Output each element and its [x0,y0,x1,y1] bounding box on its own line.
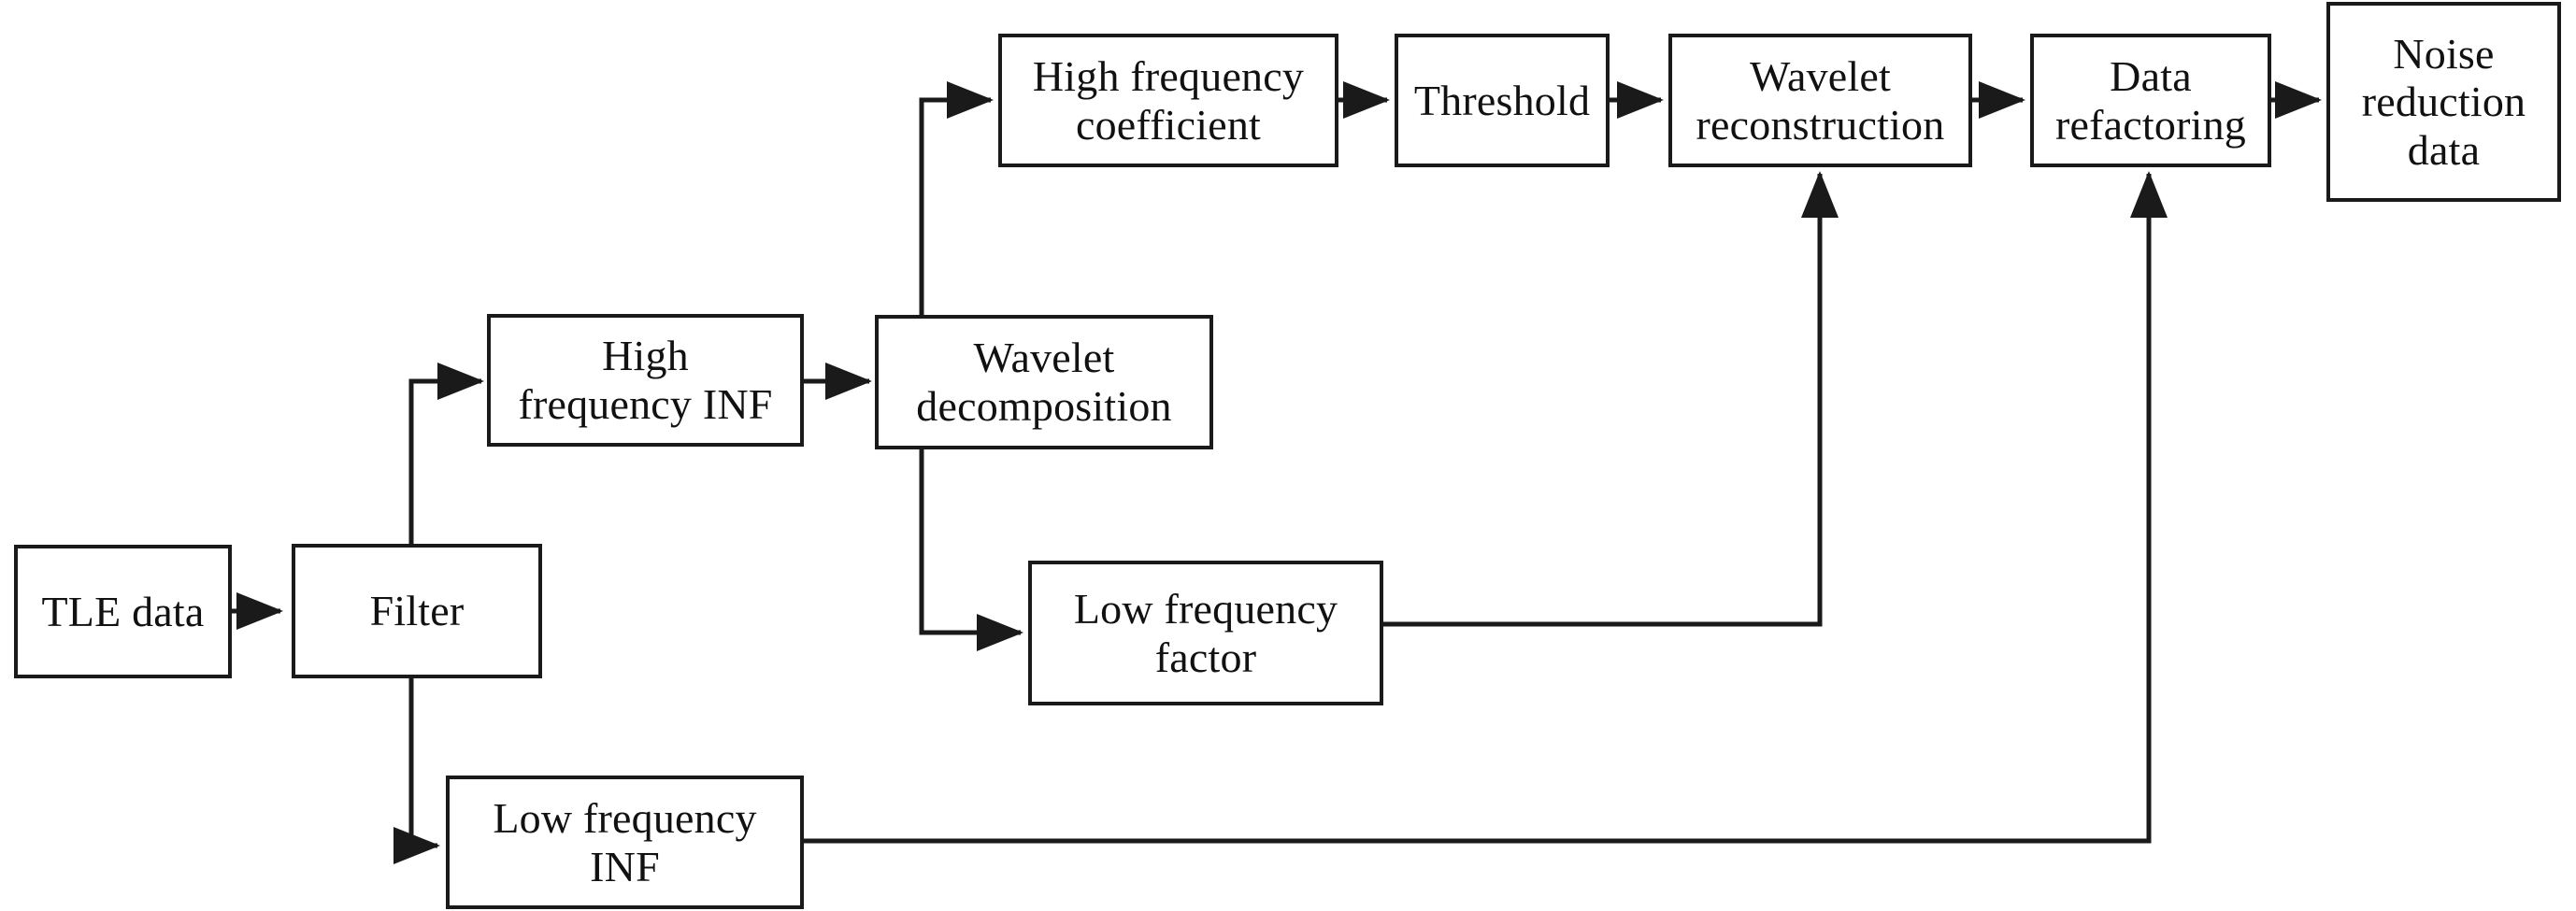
node-low-frequency-factor[interactable]: Low frequency factor [1028,561,1383,705]
node-filter[interactable]: Filter [292,544,542,678]
node-high-frequency-inf-label: High frequency INF [518,332,773,428]
node-wavelet-decomposition-label: Wavelet decomposition [916,334,1172,430]
node-high-frequency-coefficient[interactable]: High frequency coefficient [998,34,1338,167]
node-wavelet-reconstruction-label: Wavelet reconstruction [1696,51,1945,149]
node-data-refactoring-label: Data refactoring [2055,51,2246,149]
node-high-frequency-inf[interactable]: High frequency INF [487,314,804,447]
node-wavelet-decomposition[interactable]: Wavelet decomposition [875,315,1213,449]
edge-wavelet-decomposition-to-low-frequency-factor [919,448,1024,651]
edge-wavelet-decomposition-to-high-frequency-coefficient [919,81,995,316]
node-tle-data-label: TLE data [41,587,205,635]
node-high-frequency-coefficient-label: High frequency coefficient [1032,51,1305,149]
node-low-frequency-factor-label: Low frequency factor [1073,584,1338,681]
node-threshold-label: Threshold [1413,76,1591,124]
edge-filter-to-low-frequency-inf [394,677,441,864]
node-tle-data[interactable]: TLE data [14,545,232,678]
edge-low-frequency-inf-to-data-refactoring [804,170,2168,844]
node-low-frequency-inf-label: Low frequency INF [493,793,757,890]
node-low-frequency-inf[interactable]: Low frequency INF [446,776,804,909]
node-noise-reduction-data-label: Noise reduction data [2361,29,2526,174]
edge-filter-to-high-frequency-inf [408,363,485,544]
node-filter-label: Filter [369,587,465,635]
node-data-refactoring[interactable]: Data refactoring [2030,34,2271,167]
edge-low-frequency-factor-to-wavelet-reconstruction [1383,170,1839,627]
node-noise-reduction-data[interactable]: Noise reduction data [2326,2,2561,202]
node-threshold[interactable]: Threshold [1395,34,1610,167]
node-wavelet-reconstruction[interactable]: Wavelet reconstruction [1668,34,1972,167]
